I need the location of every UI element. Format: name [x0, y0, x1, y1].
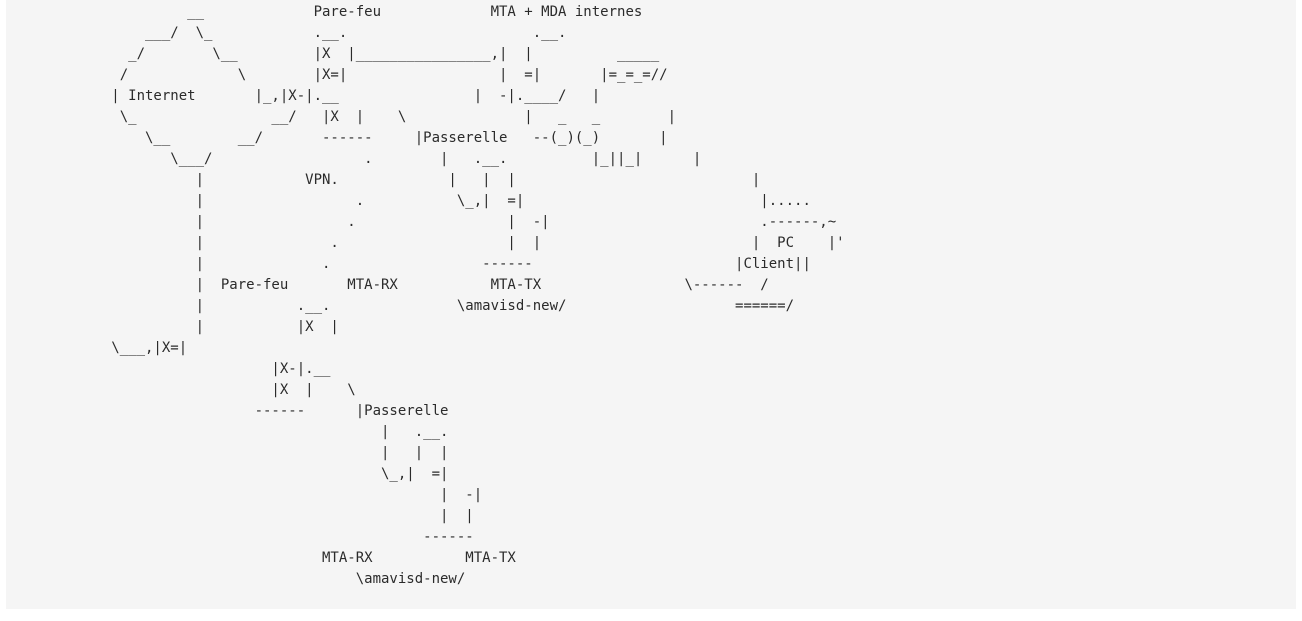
diagram-line: | . | | | PC |' [27, 235, 845, 251]
diagram-line: _/ \__ |X |________________,| | _____ [27, 46, 660, 62]
diagram-line: MTA-RX MTA-TX [27, 550, 516, 566]
diagram-line: |X | \ [27, 382, 356, 398]
diagram-line: | VPN. | | | | [27, 172, 761, 188]
diagram-line: | . | -| .------,~ [27, 214, 837, 230]
diagram-line: \___,|X=| [27, 340, 188, 356]
diagram-line: | . \_,| =| |..... [27, 193, 811, 209]
diagram-line: \_ __/ |X | \ | _ _ | [27, 109, 677, 125]
diagram-line: / \ |X=| | =| |=_=_=// [27, 67, 668, 83]
diagram-line: | .__. \amavisd-new/ ======/ [27, 298, 795, 314]
ascii-network-diagram: __ Pare-feu MTA + MDA internes ___/ \_ .… [6, 0, 1296, 609]
diagram-line: \___/ . | .__. |_||_| | [27, 151, 702, 167]
diagram-line: ------ |Passerelle [27, 403, 449, 419]
diagram-line: __ Pare-feu MTA + MDA internes [27, 4, 643, 20]
diagram-line: | -| [27, 487, 483, 503]
diagram-line: \__ __/ ------ |Passerelle --(_)(_) | [27, 130, 668, 146]
diagram-line: | Pare-feu MTA-RX MTA-TX \------ / [27, 277, 769, 293]
diagram-line: | |X | [27, 319, 339, 335]
diagram-text: __ Pare-feu MTA + MDA internes ___/ \_ .… [27, 2, 1296, 590]
diagram-line: | Internet |_,|X-|.__ | -|.____/ | [27, 88, 601, 104]
diagram-line: | | [27, 508, 474, 524]
diagram-line: |X-|.__ [27, 361, 331, 377]
diagram-line: | . ------ |Client|| [27, 256, 811, 272]
diagram-line: \amavisd-new/ [27, 571, 466, 587]
diagram-line: | .__. [27, 424, 449, 440]
diagram-line: | | | [27, 445, 449, 461]
diagram-line: ___/ \_ .__. .__. [27, 25, 567, 41]
diagram-line: ------ [27, 529, 474, 545]
diagram-line: \_,| =| [27, 466, 449, 482]
